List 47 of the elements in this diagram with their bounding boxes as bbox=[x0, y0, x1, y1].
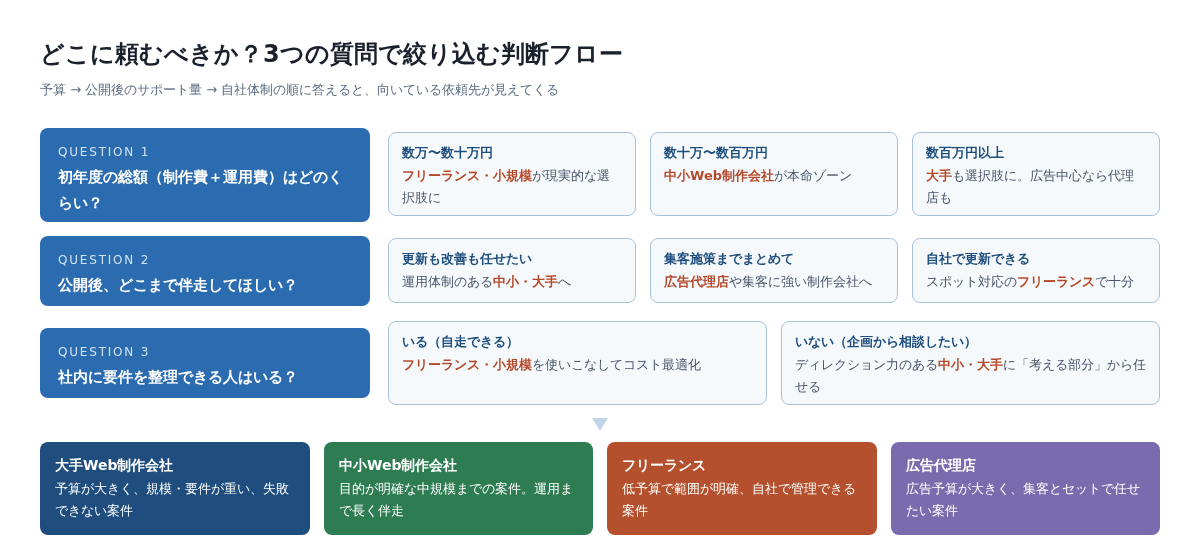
result-description: 広告予算が大きく、集客とセットで任せたい案件 bbox=[906, 480, 1141, 520]
result-card bbox=[891, 442, 1160, 535]
answer-card bbox=[388, 321, 767, 405]
answer-heading: 数十万〜数百万円 bbox=[664, 144, 769, 162]
answer-card bbox=[650, 238, 898, 303]
question-number-label: QUESTION 1 bbox=[58, 144, 152, 160]
answer-description: 中小Web制作会社が本命ゾーン bbox=[664, 167, 853, 185]
answer-heading: いる（自走できる） bbox=[402, 333, 520, 351]
answer-heading: いない（企画から相談したい） bbox=[795, 333, 978, 351]
question-text: 社内に要件を整理できる人はいる？ bbox=[58, 367, 299, 388]
answer-card bbox=[912, 238, 1160, 303]
result-card bbox=[40, 442, 310, 535]
result-card bbox=[324, 442, 593, 535]
answer-description: 運用体制のある中小・大手へ bbox=[402, 273, 572, 291]
answer-heading: 数百万円以上 bbox=[926, 144, 1005, 162]
question-text: 初年度の総額（制作費＋運用費）はどのくらい？ bbox=[58, 167, 344, 214]
answer-heading: 集客施策までまとめて bbox=[664, 250, 795, 268]
question-card bbox=[40, 328, 370, 398]
result-heading: 中小Web制作会社 bbox=[339, 456, 459, 475]
answer-description: フリーランス・小規模を使いこなしてコスト最適化 bbox=[402, 356, 702, 374]
answer-description: 大手も選択肢に。広告中心なら代理店も bbox=[926, 167, 1135, 207]
answer-heading: 自社で更新できる bbox=[926, 250, 1031, 268]
result-description: 予算が大きく、規模・要件が重い、失敗できない案件 bbox=[55, 480, 290, 520]
answer-card bbox=[650, 132, 898, 216]
answer-description: スポット対応のフリーランスで十分 bbox=[926, 273, 1135, 291]
question-card bbox=[40, 128, 370, 222]
result-description: 低予算で範囲が明確、自社で管理できる案件 bbox=[622, 480, 857, 520]
question-number-label: QUESTION 3 bbox=[58, 344, 152, 360]
answer-description: フリーランス・小規模が現実的な選択肢に bbox=[402, 167, 611, 207]
result-card bbox=[607, 442, 877, 535]
answer-card bbox=[781, 321, 1160, 405]
answer-description: ディレクション力のある中小・大手に「考える部分」から任せる bbox=[795, 356, 1146, 396]
subtitle: 予算 → 公開後のサポート量 → 自社体制の順に答えると、向いている依頼先が見えてくる bbox=[40, 81, 560, 99]
result-description: 目的が明確な中規模までの案件。運用まで長く伴走 bbox=[339, 480, 574, 520]
answer-heading: 更新も改善も任せたい bbox=[402, 250, 533, 268]
question-text: 公開後、どこまで伴走してほしい？ bbox=[58, 275, 299, 296]
title: どこに頼むべきか？3つの質問で絞り込む判断フロー bbox=[40, 39, 623, 70]
answer-card bbox=[912, 132, 1160, 216]
answer-card bbox=[388, 238, 636, 303]
question-card bbox=[40, 236, 370, 306]
answer-description: 広告代理店や集客に強い制作会社へ bbox=[664, 273, 873, 291]
result-heading: 大手Web制作会社 bbox=[55, 456, 175, 475]
answer-card bbox=[388, 132, 636, 216]
result-heading: フリーランス bbox=[622, 456, 707, 475]
result-heading: 広告代理店 bbox=[906, 456, 977, 475]
question-number-label: QUESTION 2 bbox=[58, 252, 152, 268]
answer-heading: 数万〜数十万円 bbox=[402, 144, 494, 162]
